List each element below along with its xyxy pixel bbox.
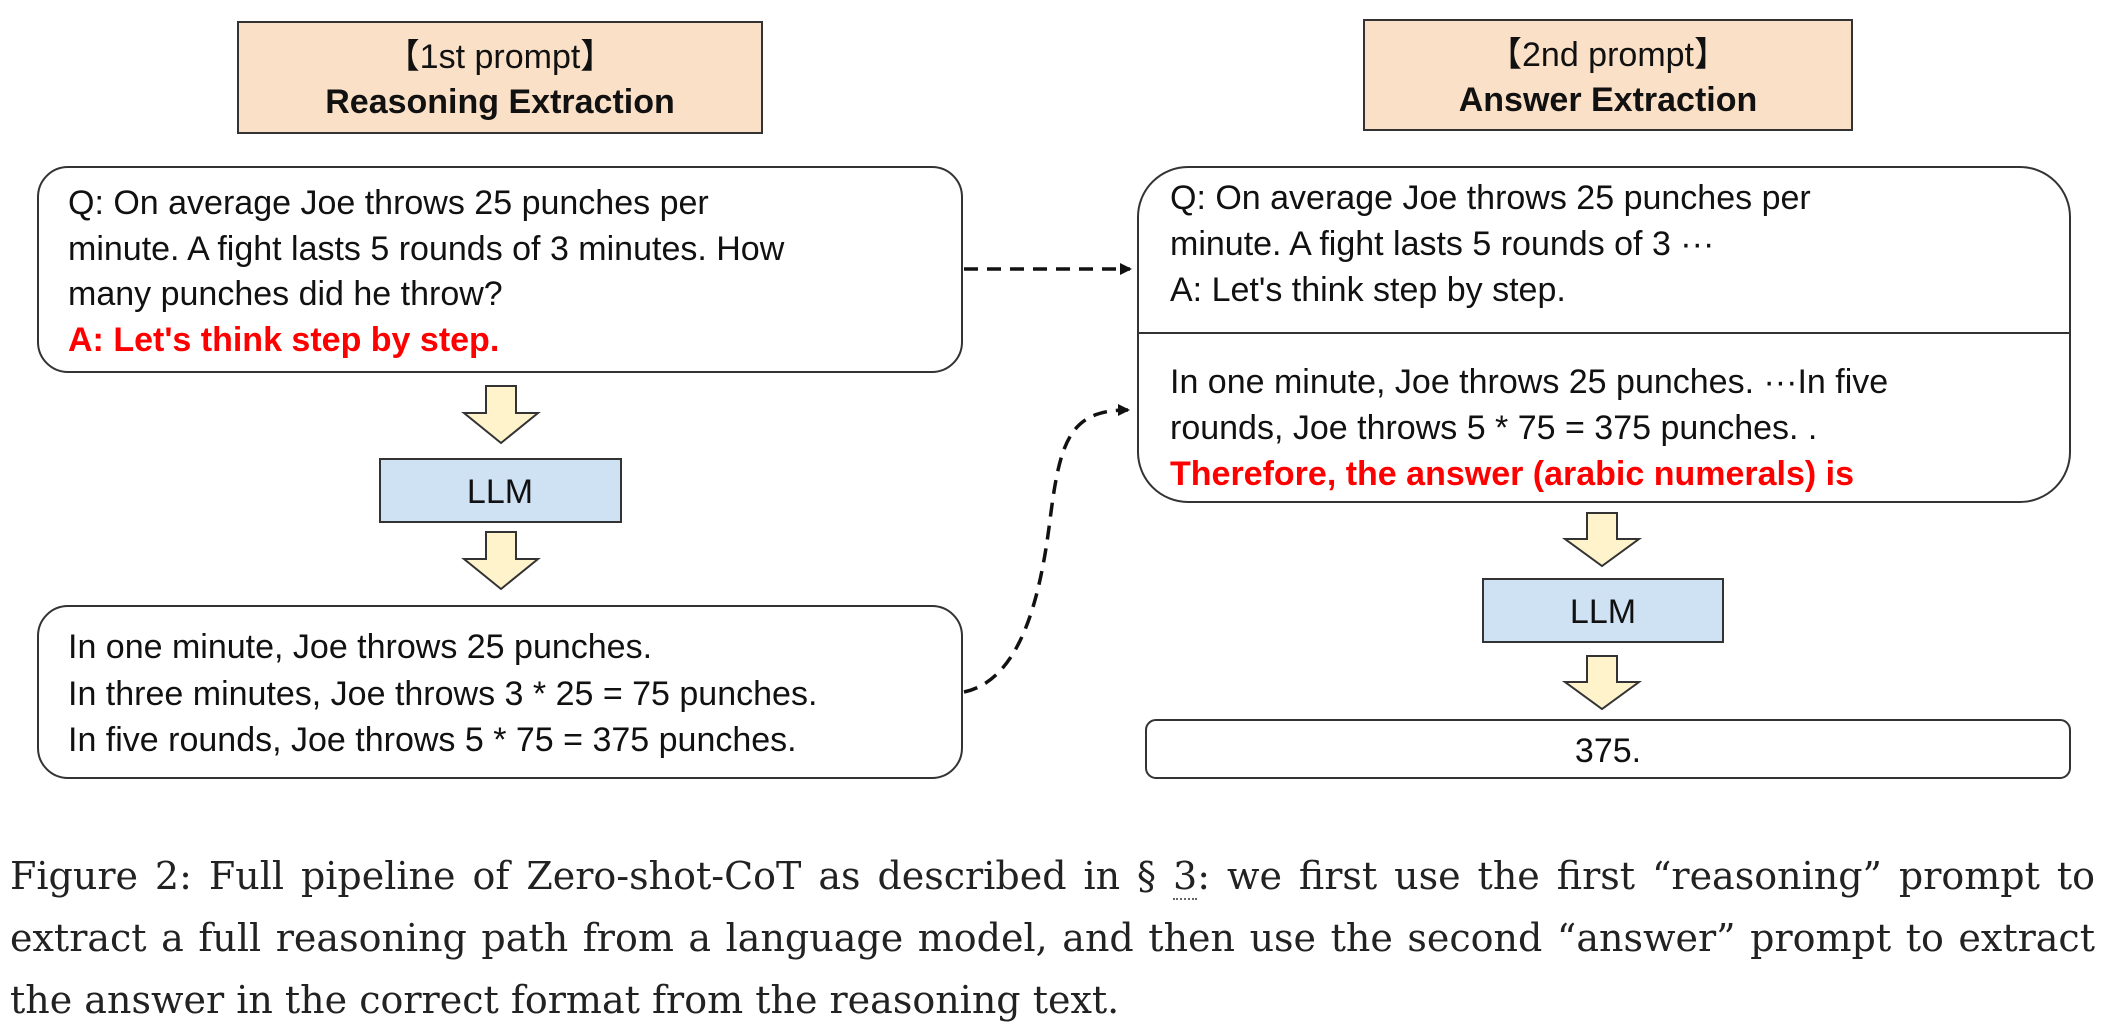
reasoning-trigger: A: Let's think step by step. xyxy=(68,321,499,359)
reasoning-line: In one minute, Joe throws 25 punches. ··… xyxy=(1170,363,1888,401)
first-prompt-tag: 【1st prompt】 xyxy=(386,38,615,76)
first-prompt-input-box: Q: On average Joe throws 25 punches per … xyxy=(37,166,963,373)
pipeline-diagram: 【1st prompt】 Reasoning Extraction Q: On … xyxy=(37,19,2071,779)
reasoning-connector-arrow xyxy=(963,404,1130,694)
question-line: minute. A fight lasts 5 rounds of 3 minu… xyxy=(68,230,785,268)
prompt-line: minute. A fight lasts 5 rounds of 3 ··· xyxy=(1170,225,1714,263)
reasoning-line: rounds, Joe throws 5 * 75 = 375 punches.… xyxy=(1170,409,1817,447)
second-prompt-tag: 【2nd prompt】 xyxy=(1488,36,1728,74)
prompt-line: A: Let's think step by step. xyxy=(1170,271,1566,309)
prompt-line: Q: On average Joe throws 25 punches per xyxy=(1170,179,1811,217)
output-line: In five rounds, Joe throws 5 * 75 = 375 … xyxy=(68,721,797,759)
first-prompt-output-box: In one minute, Joe throws 25 punches. In… xyxy=(37,605,963,779)
first-llm-box: LLM xyxy=(379,458,622,523)
llm-label: LLM xyxy=(1570,593,1636,631)
question-line: Q: On average Joe throws 25 punches per xyxy=(68,184,709,222)
output-line: In three minutes, Joe throws 3 * 25 = 75… xyxy=(68,675,817,713)
final-answer: 375. xyxy=(1575,732,1641,770)
answer-trigger: Therefore, the answer (arabic numerals) … xyxy=(1170,455,1854,493)
second-prompt-title: Answer Extraction xyxy=(1459,81,1758,119)
caption-text: : we first use the first “reasoning” pro… xyxy=(10,854,2095,1022)
output-line: In one minute, Joe throws 25 punches. xyxy=(68,628,652,666)
down-arrow-icon xyxy=(1561,655,1643,711)
first-prompt-header: 【1st prompt】 Reasoning Extraction xyxy=(237,21,763,134)
caption-label: Figure 2: xyxy=(10,854,192,898)
second-prompt-header: 【2nd prompt】 Answer Extraction xyxy=(1363,19,1853,131)
down-arrow-icon xyxy=(461,385,541,445)
down-arrow-icon xyxy=(461,531,541,591)
llm-label: LLM xyxy=(467,473,533,511)
first-prompt-title: Reasoning Extraction xyxy=(325,83,675,121)
second-llm-box: LLM xyxy=(1482,578,1724,643)
section-reference-link[interactable]: 3 xyxy=(1173,854,1198,900)
caption-text: Full pipeline of Zero-shot-CoT as descri… xyxy=(191,854,1173,898)
down-arrow-icon xyxy=(1561,512,1643,568)
answer-box: 375. xyxy=(1145,719,2071,779)
figure-caption: Figure 2: Full pipeline of Zero-shot-CoT… xyxy=(10,845,2095,1031)
second-prompt-input-box: Q: On average Joe throws 25 punches per … xyxy=(1137,166,2071,503)
question-line: many punches did he throw? xyxy=(68,275,503,313)
